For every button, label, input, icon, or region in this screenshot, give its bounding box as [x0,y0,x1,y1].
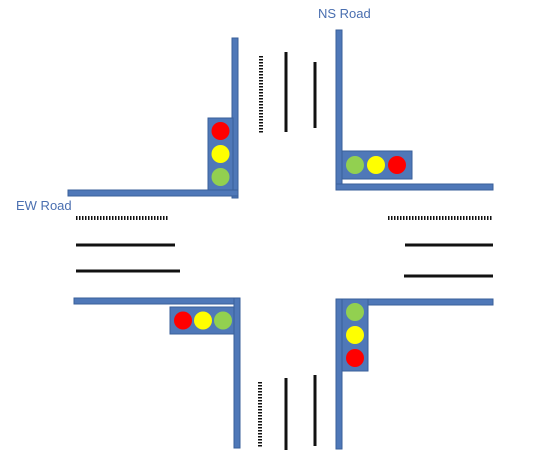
curb-ne-horizontal [335,183,494,191]
green-light-lamp [211,168,230,186]
ew-road-label: EW Road [16,198,72,213]
yellow-light-lamp [211,145,230,163]
curb-nw-horizontal [67,189,239,197]
red-light-lamp [388,156,406,174]
traffic-light-south-west [169,306,235,335]
green-light-lamp [214,311,232,330]
curb-sw-vertical [233,297,241,449]
traffic-light-north-west [207,117,234,191]
curb-ne-vertical [335,29,343,191]
red-light-lamp [211,122,230,140]
traffic-light-south-east [341,298,369,372]
curb-sw-horizontal [73,297,241,305]
curbs [67,29,494,450]
curb-se-vertical [335,298,343,450]
ns-road-label: NS Road [318,6,371,21]
red-light-lamp [174,311,192,330]
lane-markings [76,52,493,450]
green-light-lamp [346,156,364,174]
red-light-lamp [346,349,364,367]
yellow-light-lamp [367,156,385,174]
yellow-light-lamp [194,311,212,330]
yellow-light-lamp [346,326,364,344]
traffic-light-north-east [341,150,413,180]
green-light-lamp [346,303,364,321]
